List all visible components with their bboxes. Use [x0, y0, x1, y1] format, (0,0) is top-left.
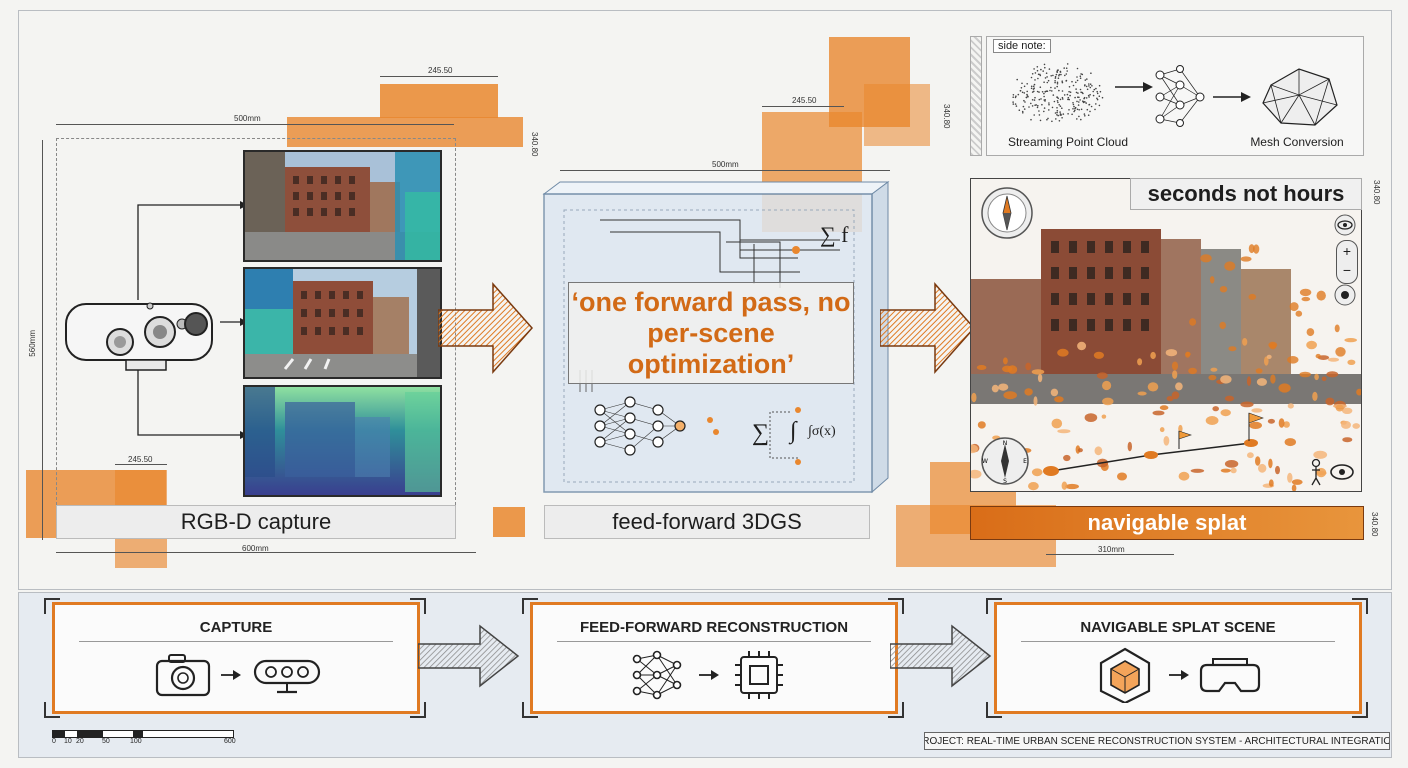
splat-caption: navigable splat: [970, 506, 1364, 540]
scale-tick: 600: [224, 738, 236, 745]
corner-bracket: [522, 702, 538, 718]
integral-symbol: ∫: [790, 418, 797, 445]
capture-caption: RGB-D capture: [56, 505, 456, 539]
depth-map-frame: [243, 385, 442, 497]
corner-bracket: [986, 702, 1002, 718]
pipeline-arrow: [418, 622, 522, 690]
dimension-label: 340.80: [1370, 512, 1379, 536]
corner-bracket: [888, 702, 904, 718]
orbit-icon[interactable]: [1334, 284, 1356, 306]
camera-icon: [157, 655, 209, 695]
neural-network-icon: [634, 652, 681, 699]
arrow-icon: [1213, 87, 1253, 107]
scale-bar: [52, 730, 234, 738]
neural-network-icon: [1152, 65, 1208, 129]
speed-badge: seconds not hours: [1130, 178, 1362, 210]
scale-tick: 10: [64, 738, 72, 745]
stage-splat-icons: [1097, 647, 1267, 703]
corner-bracket: [410, 598, 426, 614]
dimension-label: 500mm: [712, 160, 739, 169]
stage-reconstruction: FEED-FORWARD RECONSTRUCTION: [530, 602, 898, 714]
flow-arrow: [880, 280, 978, 376]
scale-bar-labels: 0 10 20 50 100 600: [52, 738, 242, 748]
arrow-icon: [1169, 670, 1189, 680]
depth-sensor-icon: [255, 661, 319, 692]
stage-reconstruction-icons: [631, 649, 801, 701]
corner-bracket: [522, 598, 538, 614]
corner-bracket: [1352, 598, 1368, 614]
dimension-label: 245.50: [428, 66, 452, 75]
stage-title: FEED-FORWARD RECONSTRUCTION: [533, 619, 895, 636]
point-cloud-icon: [1007, 57, 1107, 129]
point-cloud-caption: Streaming Point Cloud: [993, 135, 1143, 149]
pipeline-arrow: [890, 622, 994, 690]
corner-bracket: [44, 702, 60, 718]
zoom-in-icon[interactable]: +: [1337, 241, 1357, 261]
project-title-block: PROJECT: REAL-TIME URBAN SCENE RECONSTRU…: [924, 732, 1390, 750]
connector-lines: [130, 190, 250, 450]
rgb-frame: [243, 150, 442, 262]
mesh-icon: [1259, 65, 1341, 129]
corner-bracket: [888, 598, 904, 614]
compass-icon[interactable]: [980, 186, 1034, 240]
orange-block: [380, 84, 498, 118]
vr-headset-icon: [1201, 659, 1259, 691]
dimension-label: 600mm: [242, 544, 269, 553]
svg-text:W: W: [982, 458, 988, 465]
stage-title: NAVIGABLE SPLAT SCENE: [997, 619, 1359, 636]
zoom-out-icon[interactable]: −: [1337, 261, 1357, 279]
arrow-icon: [1115, 77, 1155, 97]
model-caption: feed-forward 3DGS: [544, 505, 870, 539]
compass-icon[interactable]: N S W E: [980, 436, 1030, 486]
orange-block: [864, 84, 930, 146]
rgbd-overlay-frame: [243, 267, 442, 379]
arrow-icon: [221, 670, 241, 680]
sum-symbol: ∑: [752, 420, 769, 447]
dimension-label: 560mm: [28, 330, 37, 357]
stage-capture: CAPTURE: [52, 602, 420, 714]
dimension-label: 340.80: [942, 104, 951, 128]
hatch-bar: [970, 36, 982, 156]
dimension-label: 340.80: [1372, 180, 1381, 204]
model-quote: ‘one forward pass, no per-scene optimiza…: [568, 282, 854, 384]
sum-formula: ∑ f: [820, 222, 849, 248]
arrow-icon: [699, 670, 719, 680]
person-icon[interactable]: [1306, 458, 1356, 486]
stage-title: CAPTURE: [55, 619, 417, 636]
flow-arrow: [438, 280, 536, 376]
chip-icon: [735, 651, 783, 699]
zoom-control[interactable]: + −: [1336, 240, 1358, 284]
scale-tick: 100: [130, 738, 142, 745]
scale-tick: 50: [102, 738, 110, 745]
svg-text:N: N: [1003, 440, 1008, 447]
side-note-label: side note:: [993, 39, 1051, 53]
corner-bracket: [1352, 702, 1368, 718]
dimension-label: 500mm: [234, 114, 261, 123]
corner-bracket: [410, 702, 426, 718]
integral-formula: ∫σ(x): [808, 424, 836, 440]
corner-bracket: [986, 598, 1002, 614]
dimension-label: 245.50: [792, 96, 816, 105]
eye-icon[interactable]: [1334, 214, 1356, 236]
dimension-label: 310mm: [1098, 545, 1125, 554]
stage-capture-icons: [151, 651, 327, 697]
svg-text:E: E: [1023, 458, 1027, 465]
scale-tick: 20: [76, 738, 84, 745]
dimension-label: 340.80: [530, 132, 539, 156]
side-note-panel: side note: Streaming Point Cloud Mesh Co…: [986, 36, 1364, 156]
dimension-label: 245.50: [128, 455, 152, 464]
mesh-caption: Mesh Conversion: [1237, 135, 1357, 149]
stage-splat-scene: NAVIGABLE SPLAT SCENE: [994, 602, 1362, 714]
svg-text:S: S: [1003, 478, 1007, 485]
cube-icon: [1101, 649, 1149, 703]
orange-block: [493, 507, 525, 537]
scale-tick: 0: [52, 738, 56, 745]
corner-bracket: [44, 598, 60, 614]
